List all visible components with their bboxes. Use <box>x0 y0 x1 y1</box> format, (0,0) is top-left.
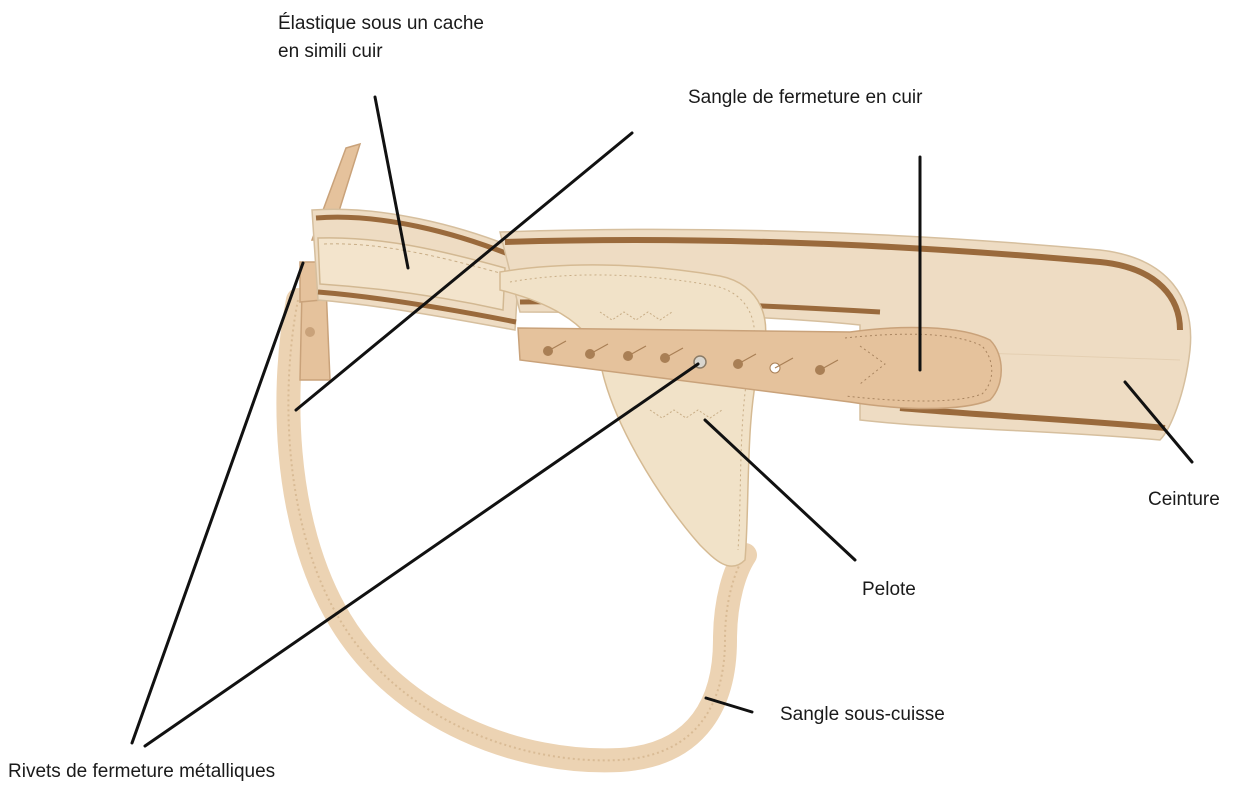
label-sangle-fermeture: Sangle de fermeture en cuir <box>688 84 922 112</box>
label-rivets: Rivets de fermeture métalliques <box>8 758 275 786</box>
leader-rivets-2 <box>145 364 698 746</box>
label-elastique: Élastique sous un cache en simili cuir <box>278 10 484 66</box>
label-sangle-sous-cuisse: Sangle sous-cuisse <box>780 701 945 729</box>
leader-rivets-1 <box>132 263 303 743</box>
closing-strap <box>518 327 1001 408</box>
label-elastique-line2: en simili cuir <box>278 38 484 66</box>
label-pelote: Pelote <box>862 576 916 604</box>
label-elastique-line1: Élastique sous un cache <box>278 10 484 38</box>
label-ceinture: Ceinture <box>1148 486 1220 514</box>
